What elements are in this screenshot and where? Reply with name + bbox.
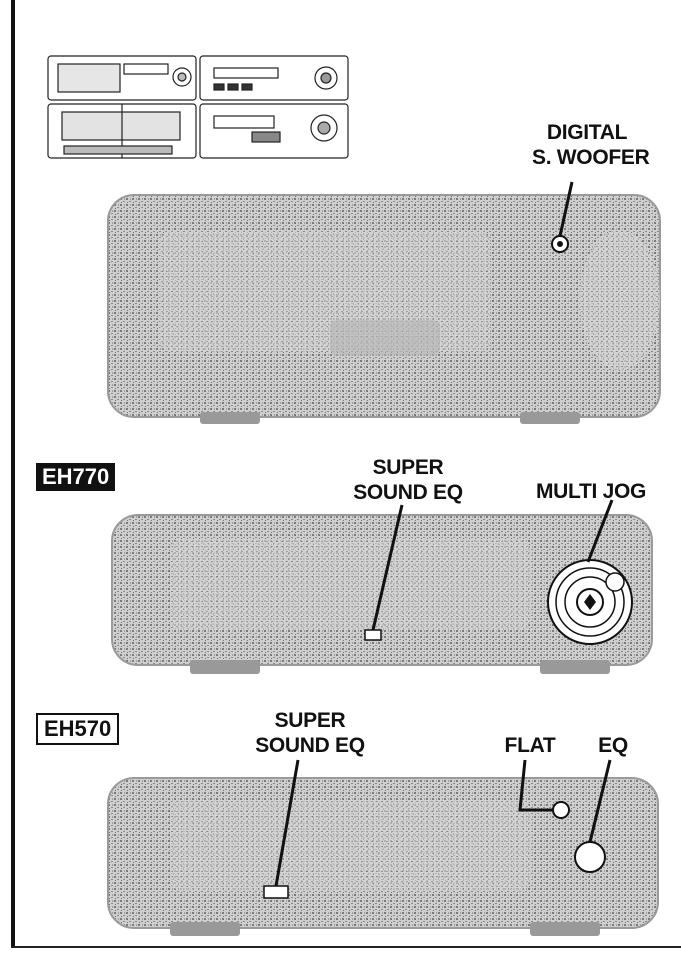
- super-sound-eq-button-eh570[interactable]: [263, 885, 289, 899]
- bottom-rule: [11, 946, 681, 948]
- super-sound-eq-button-eh770[interactable]: [364, 629, 382, 641]
- super-eq-570-line2: SOUND EQ: [255, 734, 365, 757]
- digital-s-woofer-button[interactable]: [551, 235, 569, 253]
- leader-line-flat: [518, 759, 553, 812]
- leader-line-eq: [588, 759, 612, 843]
- flat-label: FLAT: [504, 734, 556, 757]
- stereo-system-thumbnail: [47, 55, 349, 159]
- eh570-panel: [107, 777, 659, 936]
- super-eq-770-line2: SOUND EQ: [353, 481, 463, 504]
- digital-label-line2: S. WOOFER: [532, 146, 650, 169]
- eq-button[interactable]: [574, 841, 606, 873]
- multi-jog-label: MULTI JOG: [535, 480, 647, 503]
- model-tag-eh570: EH570: [36, 713, 120, 745]
- multi-jog-dial[interactable]: [547, 559, 633, 645]
- super-eq-770-line1: SUPER: [372, 456, 444, 479]
- flat-button[interactable]: [552, 801, 570, 819]
- leader-line-multi-jog: [586, 499, 614, 563]
- leader-line-super-eq-770: [371, 504, 404, 631]
- super-sound-eq-label-eh570: SUPER SOUND EQ: [250, 708, 370, 758]
- leader-line-super-eq-570: [274, 759, 300, 887]
- super-sound-eq-label-eh770: SUPER SOUND EQ: [348, 455, 468, 505]
- digital-s-woofer-label: DIGITAL S. WOOFER: [532, 120, 650, 170]
- main-unit-panel: [107, 194, 661, 424]
- model-tag-eh770: EH770: [36, 463, 116, 491]
- super-eq-570-line1: SUPER: [274, 709, 346, 732]
- left-margin-rule: [11, 0, 15, 948]
- digital-label-line1: DIGITAL: [546, 121, 628, 144]
- eq-label: EQ: [598, 734, 628, 757]
- leader-line-digital: [558, 181, 574, 237]
